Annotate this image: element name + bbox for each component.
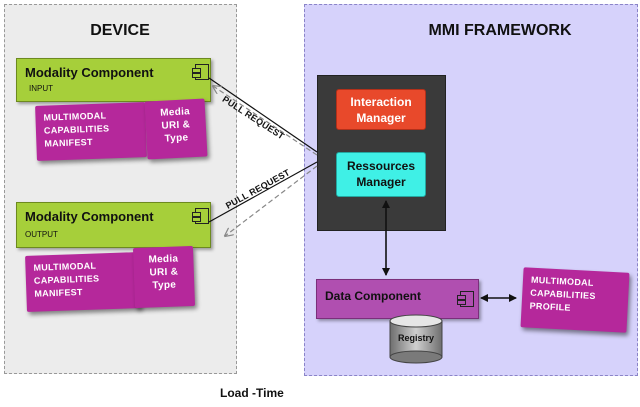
- modality-input-subtitle: INPUT: [29, 84, 53, 93]
- interaction-manager-line: Manager: [356, 111, 406, 125]
- interaction-manager-line: Interaction: [350, 95, 412, 109]
- modality-output-subtitle: OUTPUT: [25, 230, 58, 239]
- load-time-label: Load -Time: [220, 386, 284, 400]
- modality-output-title: Modality Component: [25, 209, 154, 224]
- interaction-manager: Interaction Manager: [336, 89, 426, 130]
- registry-cylinder: [389, 314, 443, 364]
- registry-label: Registry: [397, 333, 434, 343]
- pull-request-line-input: [208, 77, 318, 153]
- resources-manager-line: Manager: [356, 175, 406, 189]
- component-icon: [457, 291, 474, 307]
- data-component: Data Component: [316, 279, 479, 319]
- component-icon: [192, 64, 209, 80]
- resources-manager-line: Ressources: [346, 159, 416, 173]
- component-icon: [192, 208, 209, 224]
- response-line-input: [213, 86, 318, 156]
- modality-component-output: Modality Component OUTPUT: [16, 202, 211, 248]
- pull-request-line-output: [208, 161, 318, 223]
- data-component-title: Data Component: [325, 289, 421, 303]
- framework-title: MMI FRAMEWORK: [428, 22, 572, 39]
- modality-component-input: Modality Component INPUT: [16, 58, 211, 102]
- resources-manager: Ressources Manager: [336, 152, 426, 197]
- response-line-output: [225, 165, 318, 236]
- modality-input-title: Modality Component: [25, 65, 154, 80]
- device-title: DEVICE: [90, 22, 150, 39]
